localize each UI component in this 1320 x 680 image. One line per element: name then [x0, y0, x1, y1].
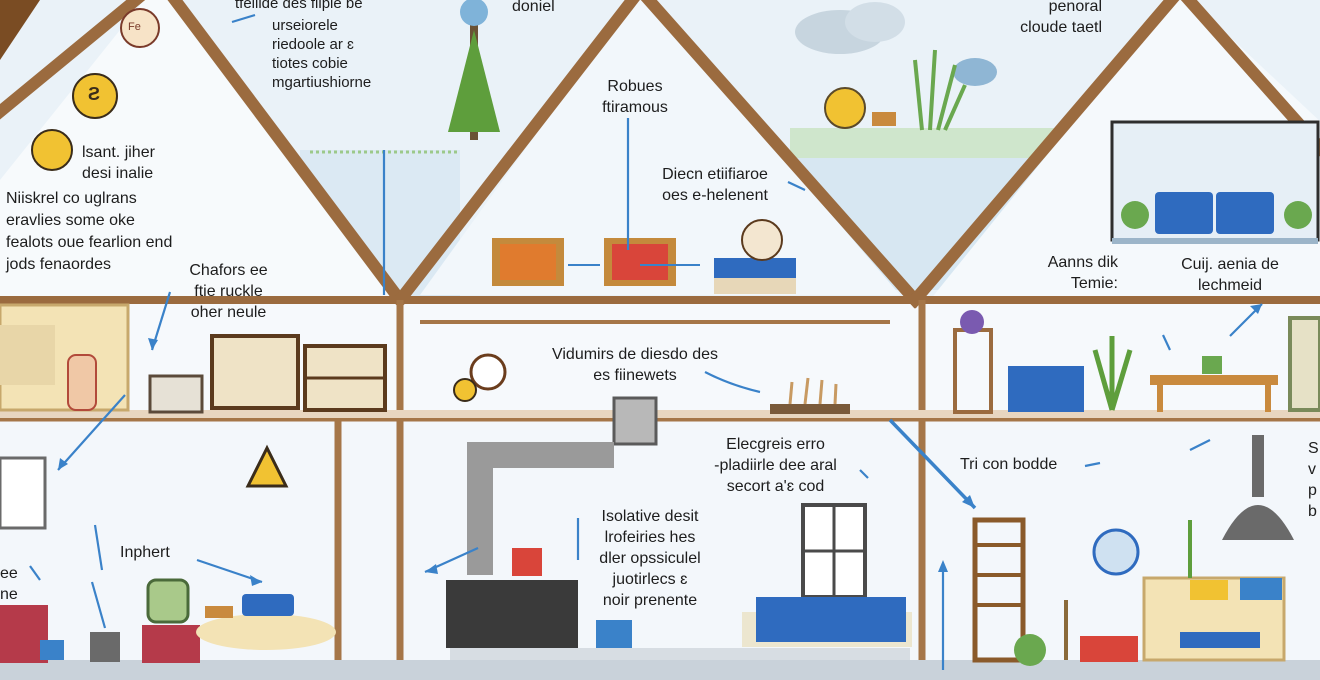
window-with-sofa: [1110, 120, 1320, 244]
plant-icon: [913, 49, 967, 131]
label-top-center: doniel: [512, 0, 555, 15]
center-room-fixtures: [453, 353, 850, 414]
lawn-strip: [790, 128, 1060, 158]
label-direct: Diecn etiifiaroe oes e-helenent: [662, 166, 768, 204]
left-room-furniture: [0, 303, 387, 414]
connector-arrows: [29, 13, 1263, 670]
attic-center: [420, 0, 900, 295]
sun-icon: [824, 87, 896, 129]
tree-icon: [448, 0, 500, 140]
label-top-left-b: urseiorele riedoole ar ɛ tiotes cobie mg…: [272, 17, 372, 91]
label-top-left-a: tfeliide des fiipie be: [235, 0, 363, 12]
ground-floor: [0, 660, 1320, 680]
warning-triangle-icon: [245, 444, 289, 488]
ground-right-fixtures: [972, 435, 1294, 666]
label-isolative: Isolative desit lrofeiries hes dler opss…: [599, 508, 701, 609]
label-top-right: penoral cloude taetl: [1020, 0, 1102, 36]
label-leant: lsant. jiher desi inalie: [82, 144, 155, 182]
label-icon-bag: Ƨ: [88, 84, 101, 104]
label-right-edge: S v p b: [1308, 440, 1319, 520]
ground-left-fixtures: [0, 444, 336, 663]
ground-center-fixtures: [446, 396, 912, 660]
label-tri: Tri con bodde: [960, 456, 1058, 473]
label-cuij: Cuij. aenia de lechmeid: [1181, 256, 1279, 294]
attic-center-furniture: [492, 219, 796, 294]
roof-left: [0, 0, 409, 309]
coin-icon: [31, 8, 160, 171]
cloud-icon: [795, 2, 997, 86]
label-elecgreis: Elecgreis erro -pladiirle dee aral secor…: [714, 436, 837, 495]
label-icon-fe: Fe: [128, 21, 141, 33]
floor-trim: [0, 410, 1320, 418]
roof-center: [391, 0, 924, 309]
roof-corner: [0, 0, 40, 60]
house-frame: [0, 0, 1320, 309]
label-ee: ee ne: [0, 565, 18, 603]
label-miskrel: Niiskrel co uglrans eravlies some oke fe…: [6, 190, 173, 273]
arrow-heads: [58, 304, 1262, 586]
label-inphert: Inphert: [120, 544, 170, 561]
label-robues: Robues ftiramous: [602, 78, 668, 116]
right-room-furniture: [953, 310, 1320, 414]
roof-right: [906, 0, 1320, 309]
label-aanns: Aanns dik Temie:: [1047, 254, 1118, 292]
label-vidumirs: Vidumirs de diesdo des es fiinewets: [551, 346, 719, 384]
label-chafors: Chafors ee ftie ruckle oher neule: [189, 262, 268, 321]
